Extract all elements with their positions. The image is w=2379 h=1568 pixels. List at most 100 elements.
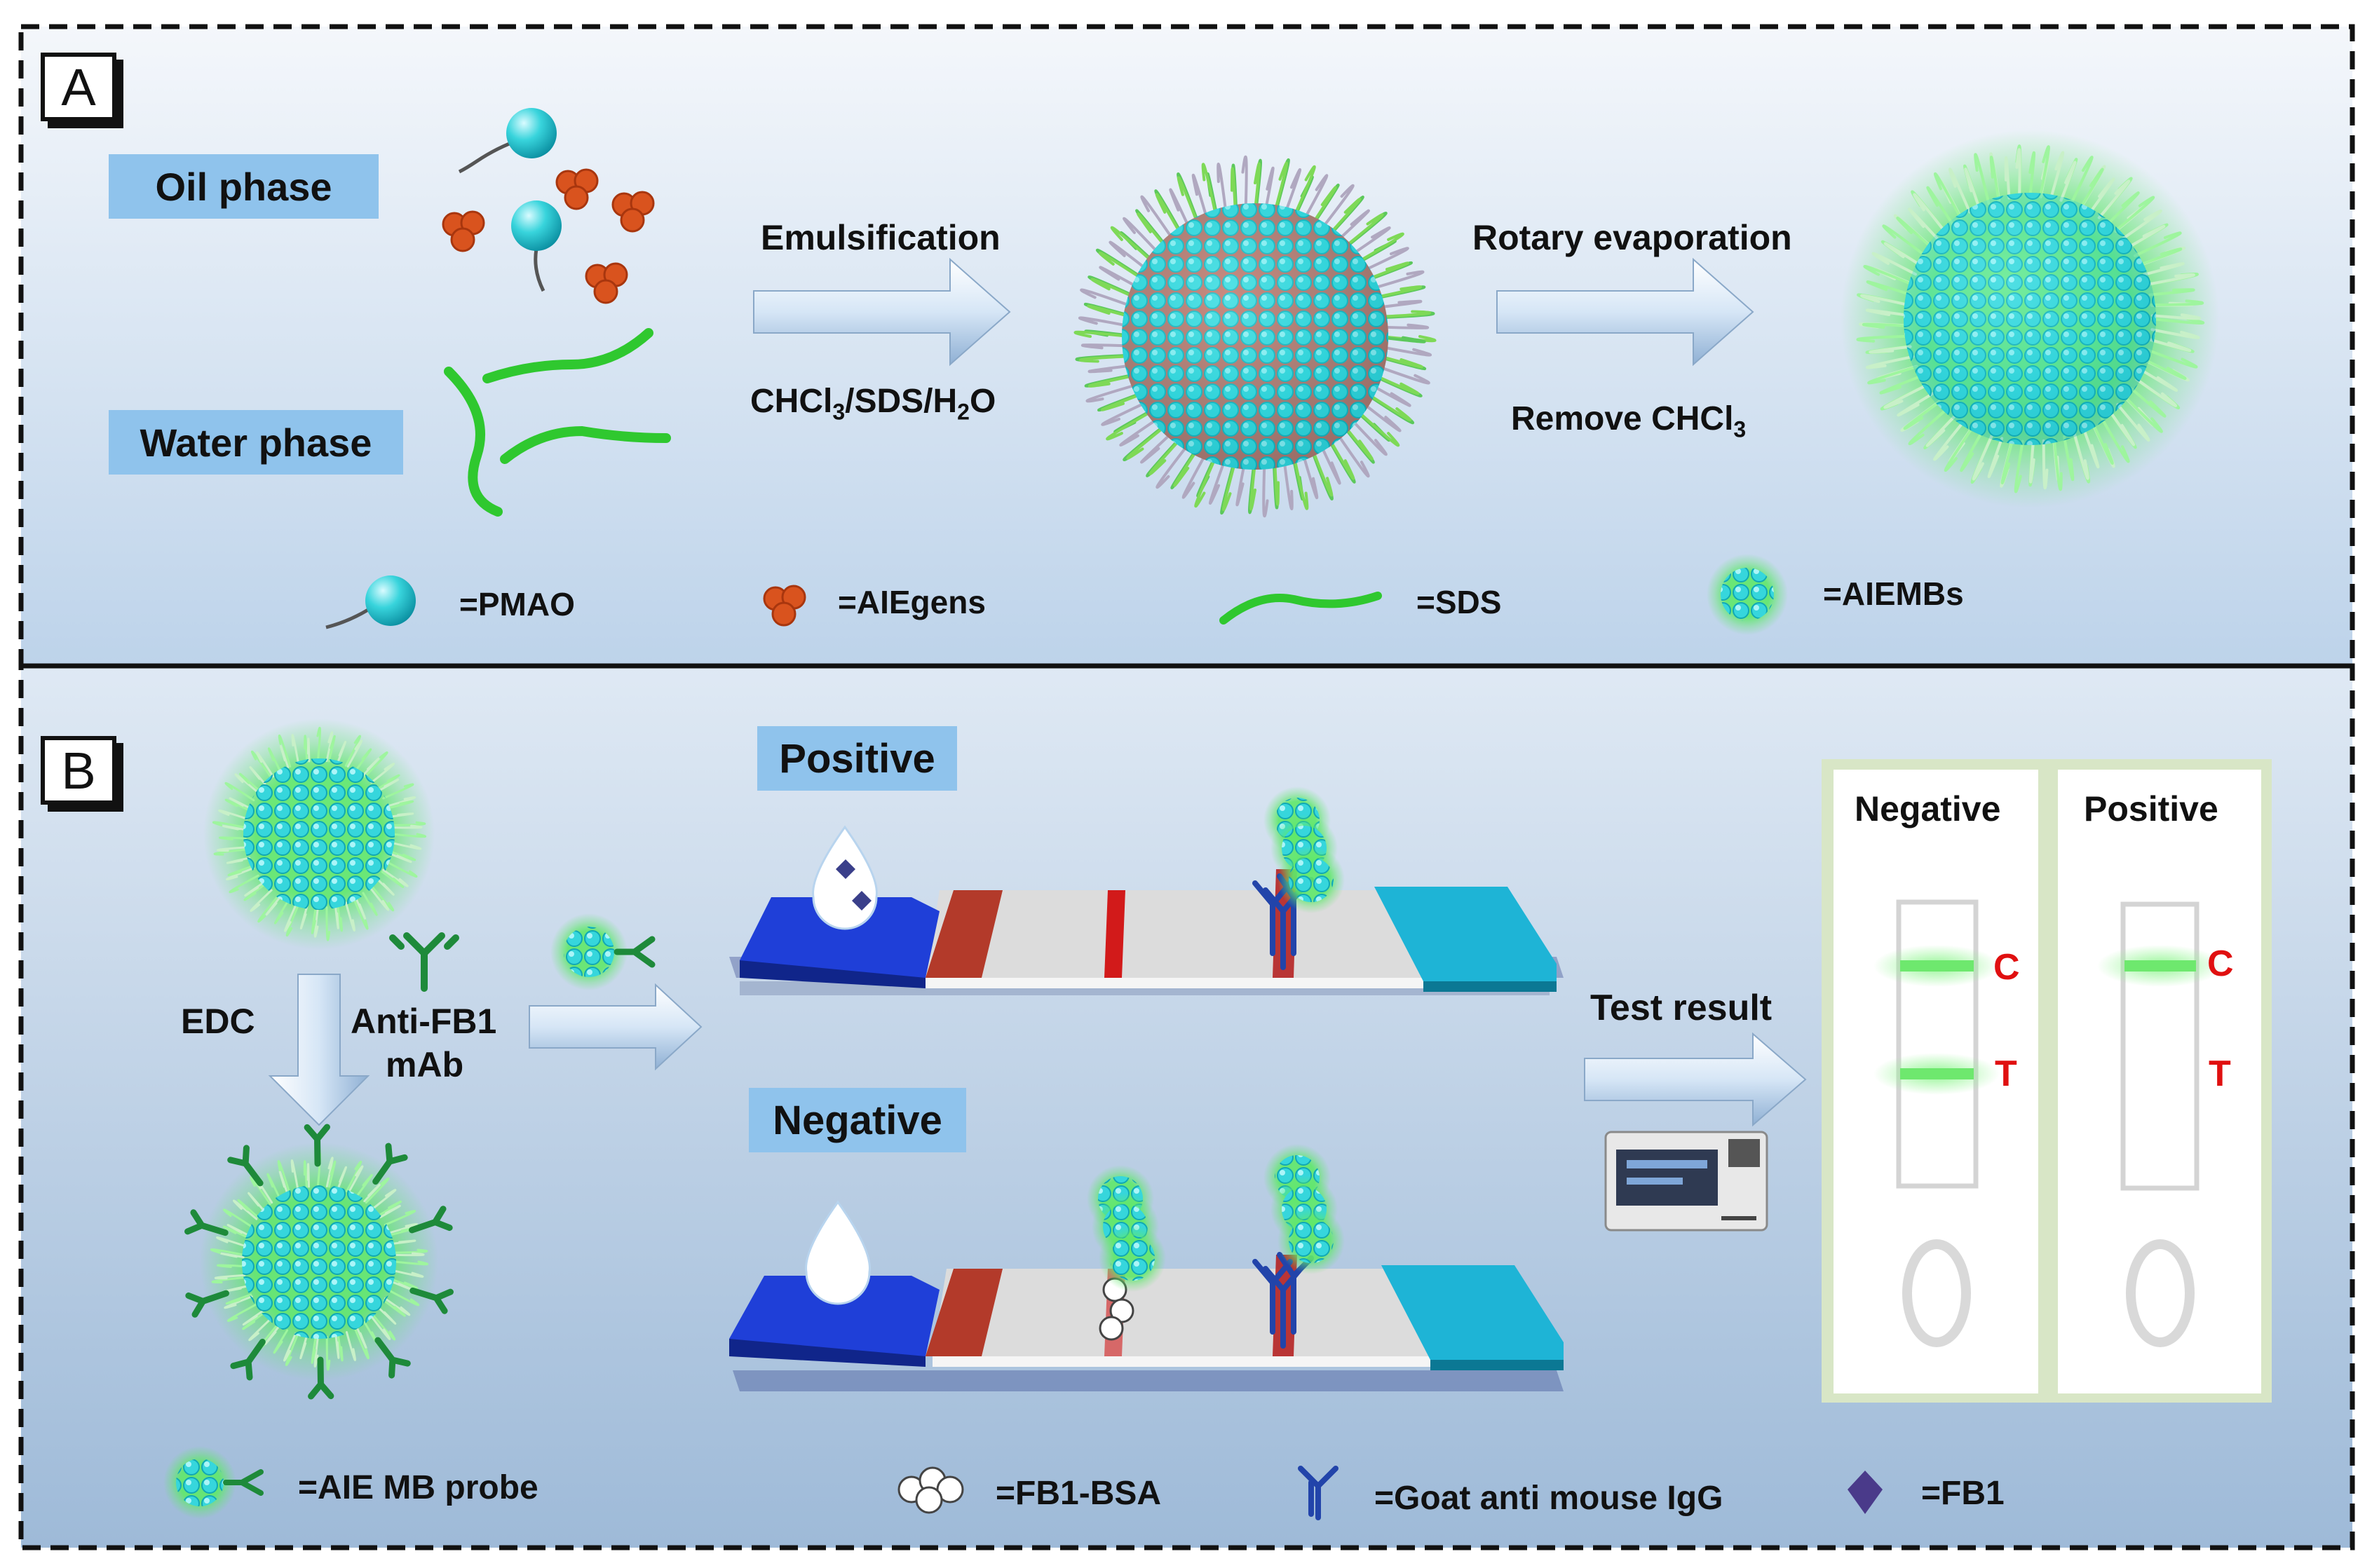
surface-hair [1262, 461, 1269, 518]
surface-hair [325, 1157, 334, 1188]
negative-tag: Negative [749, 1088, 966, 1152]
surface-hair [234, 773, 259, 794]
edc-label: EDC [181, 1002, 255, 1041]
panel-b-label: B [41, 736, 116, 805]
surface-hair [370, 763, 395, 784]
aiemb-nanoball [1841, 130, 2219, 508]
surface-hair [1866, 280, 1911, 296]
legend-pmao-label: =PMAO [459, 586, 575, 622]
legend-pmao-icon [325, 575, 416, 629]
surface-hair [1866, 355, 1915, 369]
surface-hair [382, 783, 414, 800]
surface-hair [1355, 232, 1404, 264]
surface-hair [229, 874, 259, 894]
edc-down-arrow [268, 974, 370, 1126]
surface-hair [388, 1289, 420, 1307]
surface-hair [372, 1314, 396, 1341]
surface-hair [353, 1327, 370, 1360]
surface-hair [313, 906, 319, 938]
surface-hair [2004, 156, 2011, 200]
surface-hair [355, 1326, 367, 1349]
surface-hair [1140, 195, 1175, 242]
panel-a-frame [18, 24, 2355, 669]
surface-hair [1974, 153, 1991, 205]
surface-hair [249, 765, 266, 786]
probe-antibody [304, 1124, 330, 1167]
surface-hair [290, 1159, 299, 1190]
surface-hair [344, 735, 362, 767]
surface-hair [1933, 172, 1963, 219]
surface-hair [2148, 288, 2195, 296]
surface-hair [1263, 166, 1275, 212]
surface-hair [1310, 186, 1337, 226]
surface-hair [303, 1160, 308, 1188]
surface-hair [316, 727, 321, 762]
surface-hair [391, 833, 426, 838]
surface-hair [222, 825, 247, 831]
surface-hair [1366, 392, 1412, 422]
surface-hair [388, 1222, 419, 1234]
surface-hair [1361, 401, 1402, 432]
surface-hair [1273, 459, 1280, 506]
surface-hair [1191, 173, 1209, 221]
surface-hair [1110, 226, 1155, 264]
surface-hair [1379, 323, 1430, 329]
positive-t-letter: T [2209, 1054, 2231, 1094]
surface-hair [233, 1199, 258, 1220]
surface-hair [2092, 422, 2114, 465]
test-result-arrow [1584, 1032, 1807, 1127]
surface-hair [1989, 156, 2000, 202]
surface-hair [225, 1293, 252, 1305]
surface-hair [1862, 322, 1909, 329]
surface-hair [362, 757, 380, 777]
surface-hair [1283, 168, 1302, 216]
surface-hair [2015, 148, 2021, 198]
surface-hair [1327, 437, 1355, 480]
surface-hair [362, 892, 378, 916]
probe-antibody [227, 1145, 264, 1187]
surface-hair [1896, 217, 1932, 249]
surface-hair [376, 774, 400, 791]
surface-hair [1310, 447, 1334, 497]
surface-hair [1073, 330, 1130, 338]
surface-hair [1871, 252, 1918, 276]
surface-hair [1933, 421, 1965, 461]
negative-c-line [1873, 945, 2000, 987]
surface-hair [1282, 458, 1294, 510]
legend-sds-icon [1219, 592, 1382, 625]
surface-hair [346, 739, 363, 768]
control-line-positive [1252, 786, 1345, 978]
surface-hair [2070, 156, 2094, 205]
negative-c-letter: C [1993, 947, 2020, 988]
lateral-flow-strip-positive [729, 887, 1564, 995]
surface-hair [369, 886, 390, 911]
surface-hair [1169, 188, 1191, 231]
surface-hair [227, 1303, 258, 1322]
surface-hair [264, 1325, 280, 1345]
legend-aiembs-label: =AIEMBs [1823, 575, 1964, 612]
surface-hair [299, 906, 309, 930]
surface-hair [389, 850, 416, 861]
sample-droplet-positive [812, 825, 878, 930]
surface-hair [2140, 368, 2178, 392]
legend-probe-label: =AIE MB probe [298, 1469, 538, 1506]
surface-hair [370, 885, 395, 912]
result-card-positive [2058, 770, 2261, 1393]
panel-a-label: A [41, 53, 116, 121]
surface-hair [1925, 414, 1957, 447]
surface-hair [1376, 299, 1423, 309]
surface-hair [1320, 184, 1355, 231]
pmao-molecule-2 [511, 200, 562, 292]
aie-mb-probe-large [184, 1124, 454, 1400]
test-line-negative [1087, 1165, 1166, 1356]
surface-hair [224, 798, 251, 812]
surface-hair [1085, 383, 1140, 403]
legend-aiegen-icon [763, 585, 806, 627]
surface-hair [242, 1311, 265, 1330]
emulsion-droplet [1073, 155, 1437, 518]
surface-hair [2129, 386, 2167, 418]
surface-hair [1378, 310, 1431, 318]
surface-hair [1302, 174, 1329, 221]
surface-hair [1101, 392, 1144, 411]
